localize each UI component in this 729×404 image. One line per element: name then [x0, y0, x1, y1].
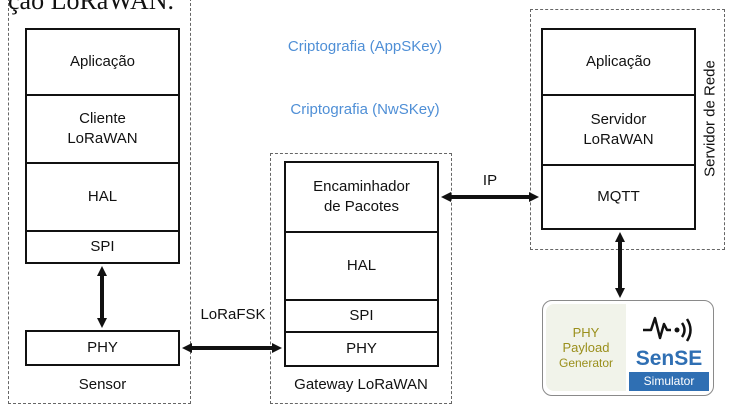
crypto-appskey-label: Criptografia (AppSKey): [287, 38, 443, 55]
phy-payload-generator-panel: PHY Payload Generator: [546, 304, 626, 391]
sensor-caption: Sensor: [78, 376, 127, 393]
server-group: [530, 9, 725, 250]
sense-simulator-logo: PHY Payload Generator SenSE Simulator: [542, 300, 714, 396]
lorafsk-link-label: LoRaFSK: [200, 306, 266, 323]
gateway-phy-layer: PHY: [284, 331, 439, 367]
sense-name: SenSE: [635, 347, 703, 370]
gateway-caption: Gateway LoRaWAN: [294, 376, 428, 393]
sensor-aplicacao-layer: Aplicação: [25, 28, 180, 96]
logo-left-line3: Generator: [558, 355, 614, 370]
sensor-phy-box: PHY: [25, 330, 180, 366]
crypto-nwskey-label: Criptografia (NwSKey): [290, 101, 440, 118]
radio-wave-icon: [643, 316, 692, 342]
logo-left-line2: Payload: [562, 340, 610, 356]
figure-title-fragment: ção LoRaWAN.: [8, 0, 175, 15]
server-aplicacao-layer: Aplicação: [541, 28, 696, 96]
server-mqtt-layer: MQTT: [541, 164, 696, 230]
logo-left-line1: PHY: [572, 324, 600, 340]
simulator-label: Simulator: [629, 372, 709, 391]
server-lorawan-layer: Servidor LoRaWAN: [541, 94, 696, 166]
sensor-spi-layer: SPI: [25, 230, 180, 264]
ip-link-label: IP: [482, 172, 498, 189]
sense-panel: SenSE Simulator: [629, 304, 709, 391]
